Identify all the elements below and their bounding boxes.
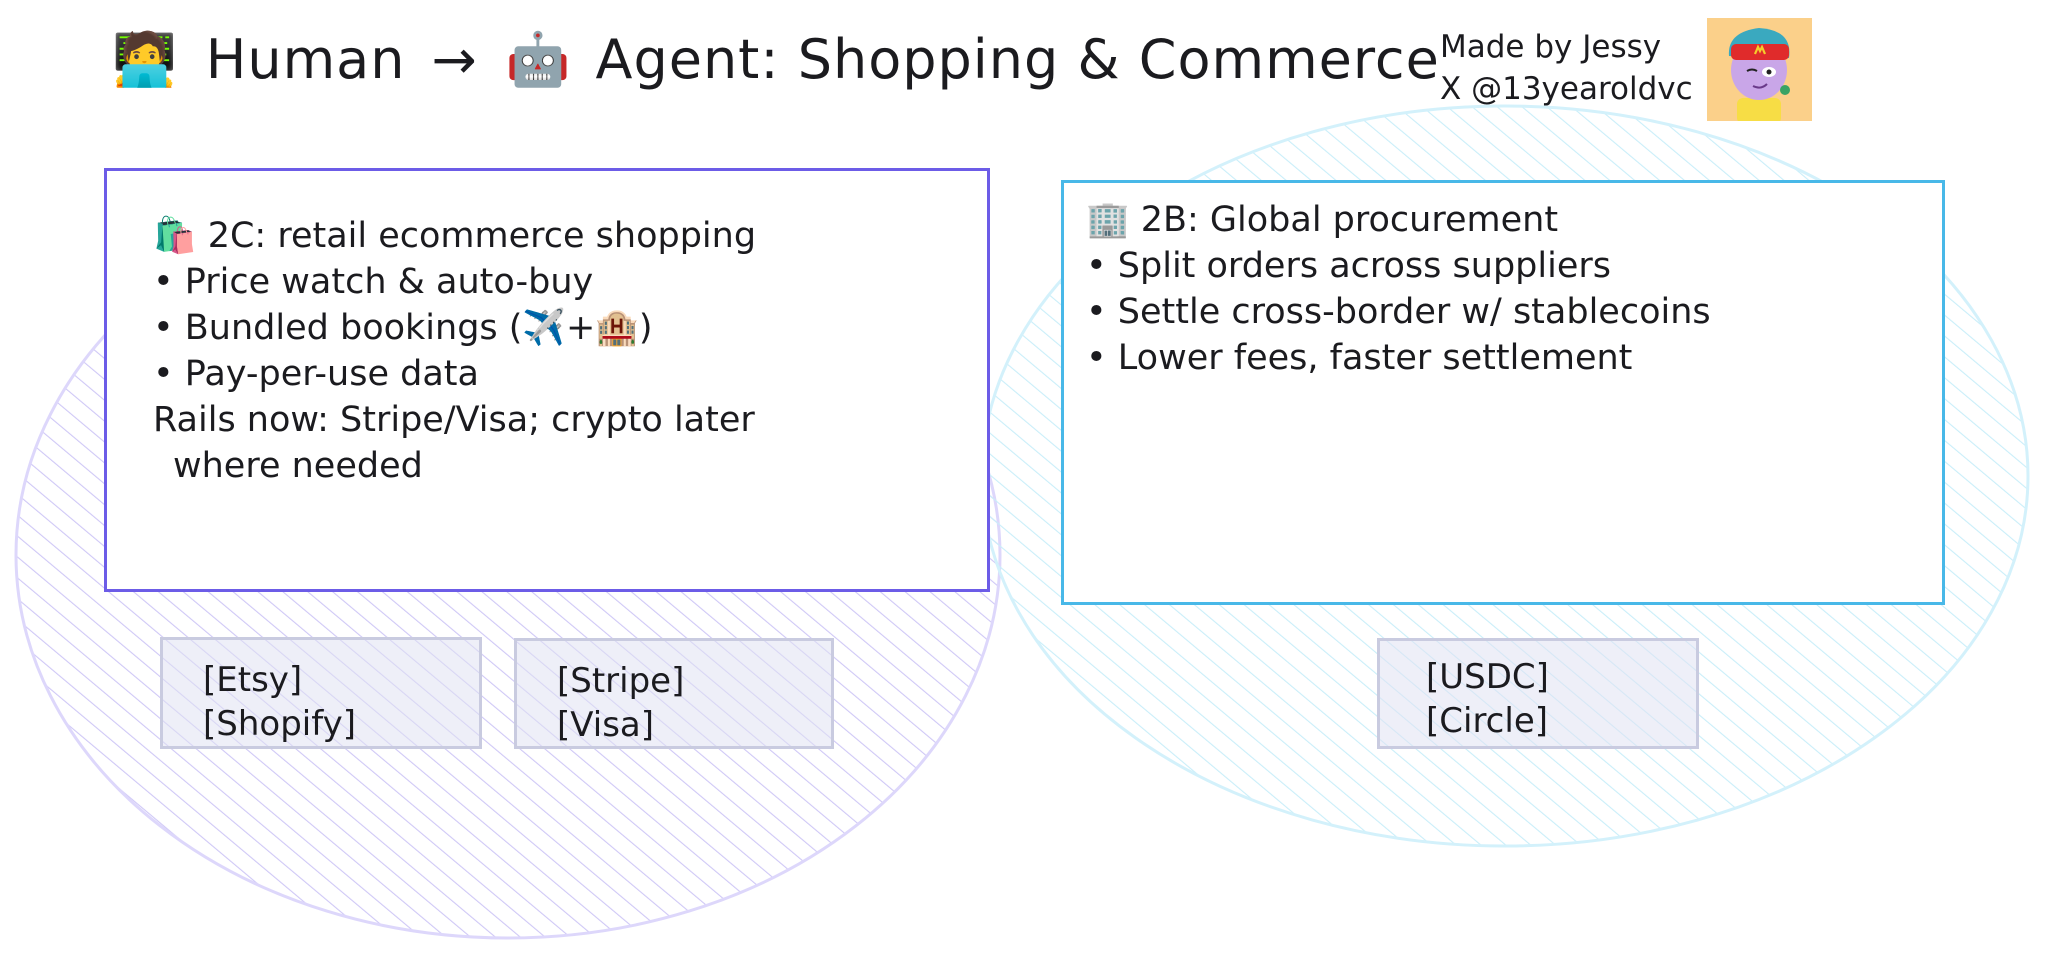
card-2c-bullet: Price watch & auto-buy <box>153 259 756 305</box>
avatar-illustration <box>1707 18 1812 121</box>
card-2c-retail: 🛍️ 2C: retail ecommerce shopping Price w… <box>104 168 990 592</box>
chip-label: [Stripe] <box>557 661 685 701</box>
chip-label: [Etsy] <box>203 660 303 700</box>
chip-label: [Visa] <box>557 705 655 745</box>
chip-etsy-shopify: [Etsy] [Shopify] <box>160 637 482 749</box>
avatar <box>1707 18 1812 121</box>
credit-author: Made by Jessy <box>1440 29 1662 65</box>
card-2c-bullet: Bundled bookings (✈️+🏨) <box>153 305 756 351</box>
chip-label: [USDC] <box>1426 657 1549 697</box>
credit-handle: X @13yearoldvc <box>1440 71 1693 107</box>
chip-label: [Shopify] <box>203 704 356 744</box>
card-2c-heading: 🛍️ 2C: retail ecommerce shopping <box>153 216 757 256</box>
robot-icon: 🤖 <box>505 30 572 90</box>
card-2b-bullet: Lower fees, faster settlement <box>1086 335 1711 381</box>
page-title: 🧑‍💻 Human → 🤖 Agent: Shopping & Commerce <box>112 28 1440 91</box>
arrow-icon: → <box>431 28 478 91</box>
card-2b-bullet: Settle cross-border w/ stablecoins <box>1086 289 1711 335</box>
credit-block: Made by Jessy X @13yearoldvc <box>1440 26 1693 110</box>
card-2c-rails-line: Rails now: Stripe/Visa; crypto later <box>153 400 755 440</box>
agent-title-label: Agent: Shopping & Commerce <box>595 28 1440 91</box>
human-label: Human <box>205 28 406 91</box>
chip-usdc-circle: [USDC] [Circle] <box>1377 638 1699 749</box>
chip-label: [Circle] <box>1426 701 1549 741</box>
chip-stripe-visa: [Stripe] [Visa] <box>514 638 834 749</box>
card-2c-rails-line: where needed <box>173 446 423 486</box>
card-2c-bullet: Pay-per-use data <box>153 351 756 397</box>
card-2b-bullet: Split orders across suppliers <box>1086 243 1711 289</box>
card-2b-procurement: 🏢 2B: Global procurement Split orders ac… <box>1061 180 1945 605</box>
card-2b-heading: 🏢 2B: Global procurement <box>1086 200 1559 240</box>
person-laptop-icon: 🧑‍💻 <box>112 30 178 90</box>
